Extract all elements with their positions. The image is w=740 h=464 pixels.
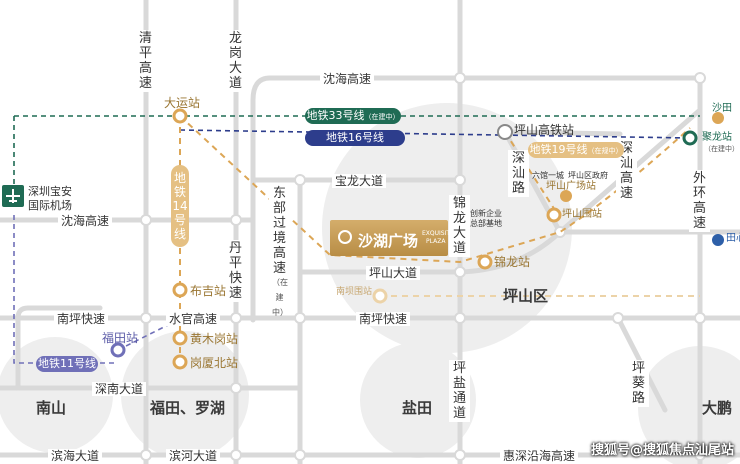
- futian-halo: [121, 331, 249, 459]
- road-label-nanping-left: 南坪快速: [54, 312, 109, 326]
- station-julong[interactable]: 聚龙站: [702, 132, 732, 143]
- poi-innovation-line2: 总部基地: [470, 219, 502, 228]
- road-label-pingyan: 坪盐通道: [449, 360, 470, 422]
- station-tianxin[interactable]: 田心: [726, 233, 740, 244]
- node: [294, 312, 306, 324]
- node: [694, 312, 706, 324]
- district-yantian: 盐田: [402, 399, 433, 417]
- dapeng-halo: [638, 346, 740, 464]
- road-label-jinlong: 锦龙大道: [449, 195, 470, 257]
- node: [454, 312, 466, 324]
- road-label-chenfeng: 深汕路: [508, 150, 529, 197]
- airport-marker: [2, 185, 24, 207]
- road-label-baolong: 宝龙大道: [332, 174, 387, 188]
- metro-line16-label: 地铁16号线: [326, 131, 384, 144]
- node: [140, 449, 152, 461]
- metro-line14-label: 地铁14号线: [172, 171, 188, 241]
- station-shawei[interactable]: 沙田: [712, 103, 732, 114]
- road-label-shennan: 深南大道: [92, 382, 147, 396]
- station-futian[interactable]: 福田站: [102, 331, 139, 345]
- node: [454, 449, 466, 461]
- poi-innovation-line1: 创新企业: [470, 209, 502, 218]
- road-label-waihuan: 外环高速: [689, 170, 710, 232]
- node: [140, 312, 152, 324]
- project-en1: EXQUISITE: [422, 230, 454, 237]
- metro-line19-pill[interactable]: 地铁19号线（在规中）: [528, 142, 624, 158]
- road-sw-loop: [15, 305, 103, 391]
- project-badge[interactable]: 沙湖广场 EXQUISITE PLAZA: [330, 220, 454, 256]
- metro-line33-note: （在建中）: [364, 113, 400, 121]
- metro-line11-label: 地铁11号线: [38, 357, 96, 370]
- road-hsr-east: [502, 129, 623, 137]
- road-ring-west: [250, 75, 273, 323]
- station-markers: [110, 108, 724, 370]
- node: [694, 72, 706, 84]
- road-label-pingshan: 坪山大道: [366, 266, 421, 280]
- road-label-binhai: 滨海大道: [48, 449, 103, 463]
- watermark: 搜狐号@搜狐焦点汕尾站: [590, 443, 734, 458]
- metro-line14-pill[interactable]: 地铁14号线: [171, 165, 189, 247]
- road-label-shenhai-left: 沈海高速: [58, 214, 113, 228]
- road-label-qingping: 清平高速: [135, 30, 156, 92]
- road-label-danping: 丹平快速: [225, 240, 246, 302]
- node: [230, 214, 242, 226]
- road-label-shuiguan: 水官高速: [166, 312, 221, 326]
- station-julong-note: （在建中）: [704, 145, 739, 153]
- yantian-halo: [360, 342, 476, 458]
- poi-pingshan-gov: 坪山区政府: [568, 171, 608, 180]
- node: [694, 449, 706, 461]
- metro-line19-label: 地铁19号线: [529, 143, 588, 156]
- station-gangxiabei[interactable]: 岗厦北站: [190, 356, 239, 370]
- district-pingshan: 坪山区: [503, 287, 549, 305]
- station-nanbu[interactable]: 南坝围站: [336, 287, 373, 297]
- station-pingshan-square[interactable]: 坪山广场站: [546, 181, 596, 192]
- road-label-pingkui: 坪葵路: [628, 360, 649, 407]
- node: [554, 226, 566, 238]
- station-pingshan-hsr[interactable]: 坪山高铁站: [514, 123, 575, 137]
- metro-line19-note: （在规中）: [587, 147, 623, 155]
- metro-line33-label: 地铁33号线: [306, 109, 365, 122]
- metro-line16-path: [179, 129, 691, 139]
- poi-airport-line2: 国际机场: [28, 199, 72, 212]
- node: [294, 174, 306, 186]
- road-label-huihuyan: 惠深沿海高速: [500, 449, 579, 463]
- node: [230, 449, 242, 461]
- node: [454, 266, 466, 278]
- node: [294, 449, 306, 461]
- road-label-shenhai-top: 沈海高速: [320, 72, 375, 86]
- node: [454, 72, 466, 84]
- node: [140, 214, 152, 226]
- road-nodes: [140, 72, 706, 461]
- metro-line11-pill[interactable]: 地铁11号线: [36, 356, 98, 372]
- station-pingshan-wei[interactable]: 坪山围站: [562, 209, 602, 220]
- road-label-dongbu-note: （在建中）: [272, 278, 288, 317]
- project-logo-icon: [338, 230, 352, 244]
- station-jinlong[interactable]: 锦龙站: [494, 255, 531, 269]
- node: [230, 382, 242, 394]
- node: [230, 312, 242, 324]
- metro-line16-pill[interactable]: 地铁16号线: [305, 130, 405, 146]
- district-nanshan: 南山: [36, 399, 67, 417]
- poi-airport-line1: 深圳宝安: [28, 185, 72, 198]
- district-futian-luohu: 福田、罗湖: [150, 399, 226, 417]
- station-buji[interactable]: 布吉站: [190, 284, 227, 298]
- road-label-nanping-mid: 南坪快速: [356, 312, 411, 326]
- project-brand: 沙湖广场: [358, 232, 419, 250]
- node: [454, 174, 466, 186]
- node: [612, 312, 624, 324]
- road-label-longgang: 龙岗大道: [225, 30, 246, 92]
- road-label-binhe: 滨河大道: [166, 449, 221, 463]
- station-huangmugang[interactable]: 黄木岗站: [190, 332, 239, 346]
- district-dapeng: 大鹏: [702, 399, 733, 417]
- poi-liuyue: 六馆一城: [532, 171, 564, 180]
- station-dayun[interactable]: 大运站: [164, 96, 201, 110]
- metro-line33-pill[interactable]: 地铁33号线（在建中）: [305, 108, 401, 124]
- metro-line14-east: [179, 115, 691, 264]
- road-label-dongbu: 东部过境高速: [269, 185, 290, 277]
- project-en2: PLAZA: [426, 238, 446, 245]
